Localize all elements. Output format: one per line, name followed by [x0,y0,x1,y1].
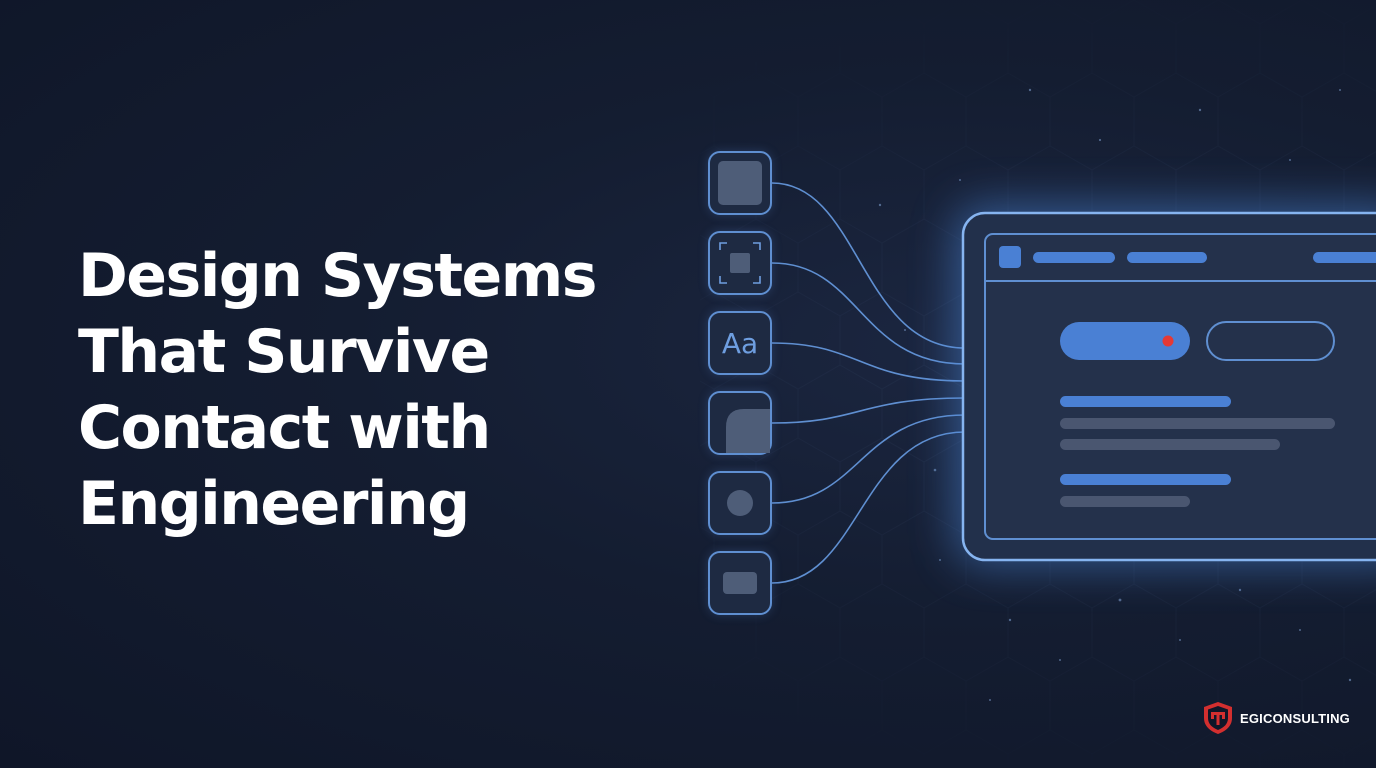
spacing-frame-icon [708,231,772,295]
star-particles [878,88,1352,701]
nav-bar-2 [1127,252,1207,263]
brand-logo: EGICONSULTING [1200,700,1350,736]
title-line-2: That Survive [78,317,490,387]
shield-logo-icon [1204,702,1232,734]
circle-shape-icon [708,471,772,535]
elevation-icon [708,551,772,615]
window-logo-block [999,246,1021,268]
title-line-4: Engineering [78,469,470,539]
color-swatch-icon [708,151,772,215]
page-title: Design Systems That Survive Contact with… [78,238,658,542]
nav-bar-3 [1313,252,1376,263]
primary-pill [1060,322,1190,360]
red-indicator-dot [1162,335,1174,347]
title-line-1: Design Systems [78,241,597,311]
brand-name: EGICONSULTING [1240,710,1350,726]
secondary-pill [1206,321,1335,361]
typography-icon: Aa [708,311,772,375]
corner-radius-icon [708,391,772,455]
nav-bar-1 [1033,252,1115,263]
title-line-3: Contact with [78,393,491,463]
